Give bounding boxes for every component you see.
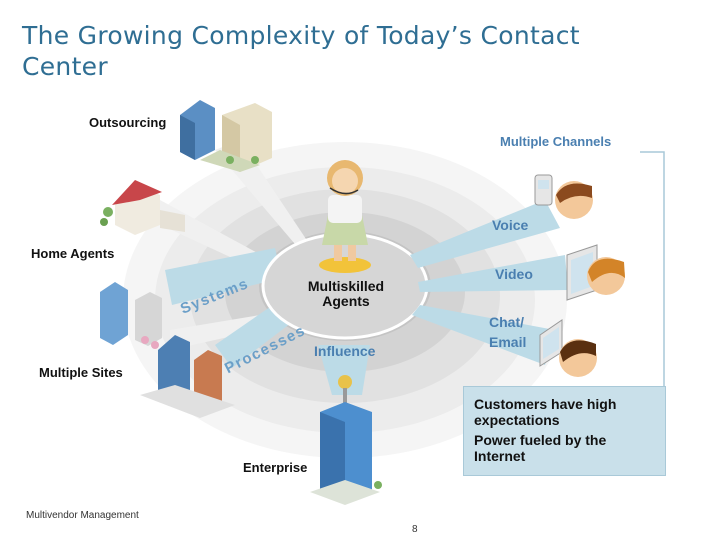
page-number: 8 — [412, 524, 418, 535]
customers-internet-text: Power fueled by the Internet — [474, 432, 607, 464]
slide-title: The Growing Complexity of Today’s Contac… — [22, 21, 580, 81]
spoke-beams — [165, 248, 370, 395]
multiple-channels-label: Multiple Channels — [500, 134, 612, 149]
enterprise-tower-icon — [310, 375, 382, 505]
laptop-customer-icon — [539, 319, 597, 377]
outsourcing-label: Outsourcing — [89, 115, 167, 130]
enterprise-label: Enterprise — [243, 460, 308, 475]
chat-email-label: Chat/ Email — [489, 312, 526, 352]
influence-label: Influence — [314, 343, 376, 359]
home-house-icon — [100, 180, 185, 235]
channel-beams — [410, 200, 568, 365]
home-agents-label: Home Agents — [31, 246, 115, 261]
multiple-sites-label: Multiple Sites — [39, 365, 123, 380]
channels-bracket — [640, 151, 665, 476]
customers-callout: Customers have high expectations Power f… — [463, 386, 666, 476]
outsourcing-buildings-icon — [180, 100, 272, 172]
chat-label: Chat/ — [489, 314, 524, 330]
phone-customer-icon — [534, 174, 593, 219]
customers-expectations-text: Customers have high expectations — [474, 396, 617, 428]
voice-label: Voice — [492, 217, 529, 233]
center-label: Multiskilled Agents — [307, 278, 385, 309]
footer-text: Multivendor Management — [26, 510, 139, 521]
agent-figure-icon — [319, 160, 371, 273]
video-label: Video — [495, 266, 533, 282]
multiple-sites-buildings-icon — [100, 282, 235, 418]
video-monitor-customer-icon — [566, 244, 625, 301]
email-label: Email — [489, 334, 527, 350]
